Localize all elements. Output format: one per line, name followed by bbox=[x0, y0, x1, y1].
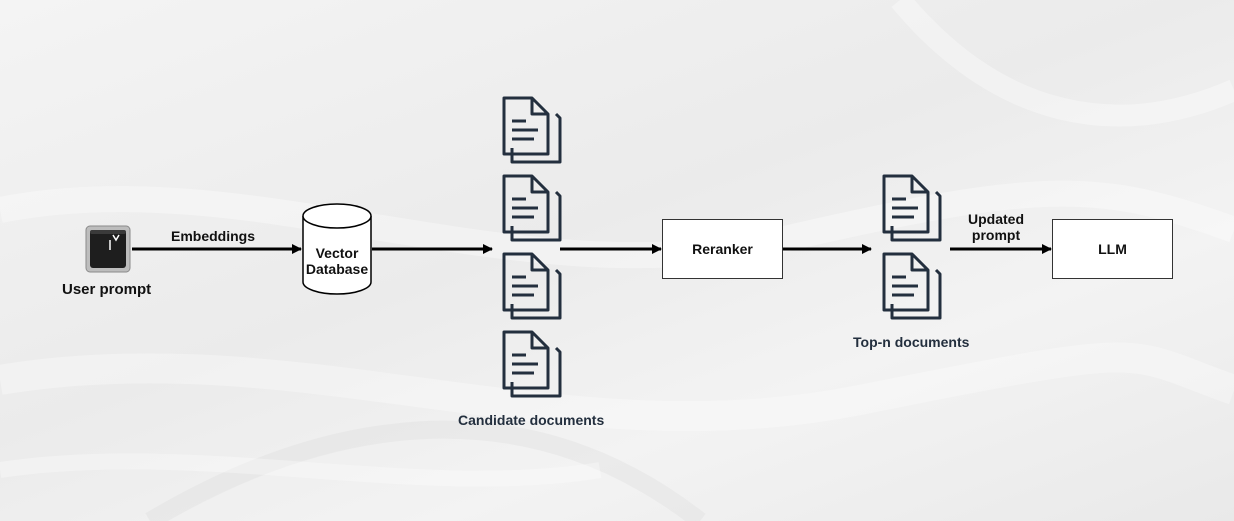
updated-prompt-label-line1: Updated bbox=[968, 211, 1024, 227]
database-cylinder-icon bbox=[302, 203, 372, 295]
reranker-label: Reranker bbox=[692, 241, 753, 257]
vector-database-label: Vector Database bbox=[303, 245, 371, 277]
llm-node: LLM bbox=[1052, 219, 1173, 279]
candidate-documents-label: Candidate documents bbox=[458, 412, 605, 428]
llm-label: LLM bbox=[1098, 241, 1127, 257]
top-n-documents-label: Top-n documents bbox=[853, 334, 970, 350]
candidate-documents-stack bbox=[502, 96, 562, 398]
document-icon bbox=[502, 96, 562, 164]
vector-database-label-line2: Database bbox=[305, 261, 369, 278]
user-prompt-label: User prompt bbox=[62, 281, 152, 298]
document-icon bbox=[502, 252, 562, 320]
keyboard-key-icon bbox=[85, 225, 131, 273]
document-icon bbox=[502, 174, 562, 242]
updated-prompt-edge-label: Updated prompt bbox=[960, 211, 1032, 243]
document-icon bbox=[882, 174, 942, 242]
document-icon bbox=[882, 252, 942, 320]
document-icon bbox=[502, 330, 562, 398]
reranker-node: Reranker bbox=[662, 219, 783, 279]
updated-prompt-label-line2: prompt bbox=[971, 227, 1021, 244]
embeddings-edge-label: Embeddings bbox=[171, 228, 256, 244]
vector-database-label-line1: Vector bbox=[315, 245, 359, 261]
top-n-documents-stack bbox=[882, 174, 942, 320]
